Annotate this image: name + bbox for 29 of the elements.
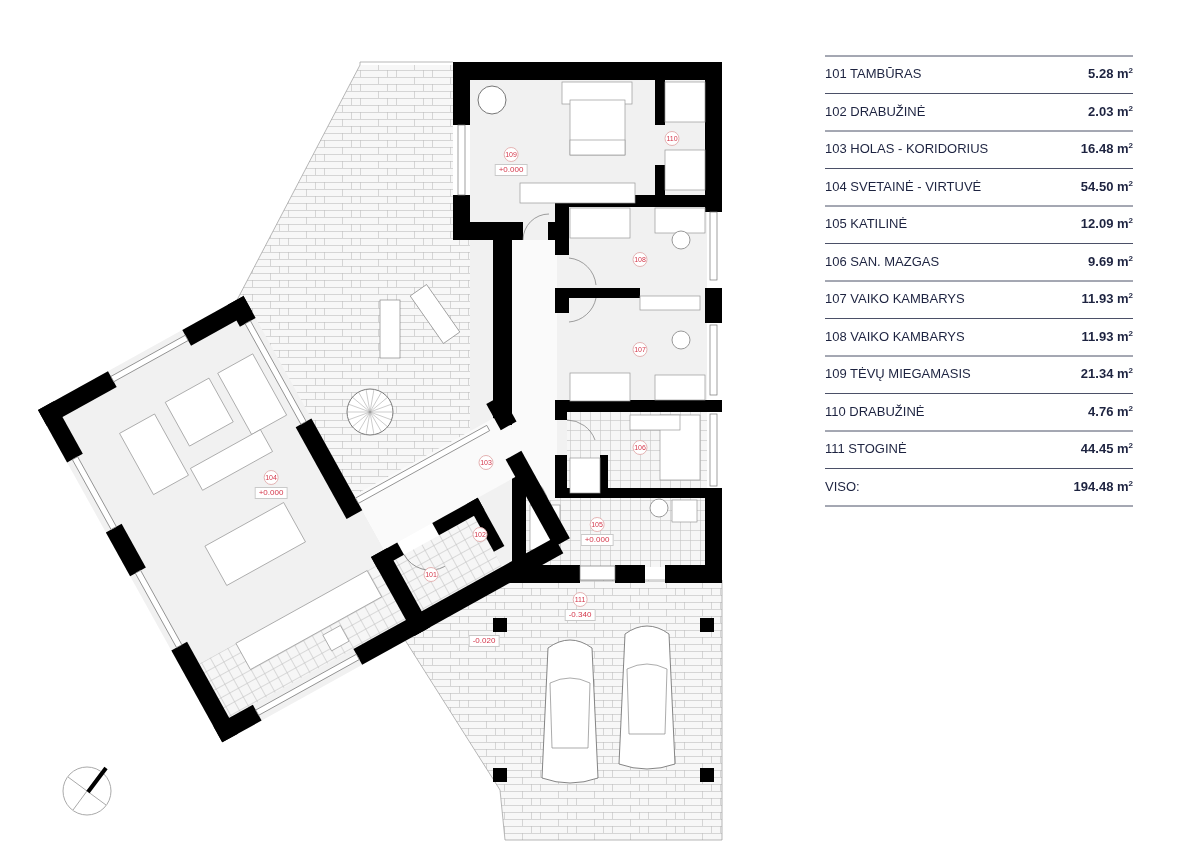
floor-level-mark: +0.000 [494, 164, 528, 176]
floor-level-mark: +0.000 [580, 534, 614, 546]
floor-level-mark: -0.020 [468, 635, 500, 647]
room-name: VISO: [825, 478, 860, 495]
room-name: 102 DRABUŽINĖ [825, 103, 926, 120]
room-name: 108 VAIKO KAMBARYS [825, 328, 965, 345]
room-name: 101 TAMBŪRAS [825, 66, 922, 82]
area-value: 2.03 m$^{2}$ [1088, 103, 1133, 120]
area-value: 54.50 m$^{2}$ [1080, 178, 1133, 195]
room-name: 103 HOLAS - KORIDORIUS [825, 141, 989, 157]
area-value: 9.69 m$^{2}$ [1088, 253, 1133, 270]
area-value: 11.93 m$^{2}$ [1081, 328, 1133, 345]
area-value: 194.48 m$^{2}$ [1073, 478, 1133, 495]
room-name: 105 KATILINĖ [825, 216, 908, 232]
room-name: 111 STOGINĖ [825, 441, 907, 457]
room-name: 109 TĖVŲ MIEGAMASIS [825, 366, 971, 382]
area-value: 11.93 m$^{2}$ [1081, 291, 1133, 307]
room-name: 106 SAN. MAZGAS [825, 253, 940, 270]
room-name: 104 SVETAINĖ - VIRTUVĖ [825, 178, 982, 195]
area-value: 21.34 m$^{2}$ [1080, 366, 1133, 382]
area-value: 4.76 m$^{2}$ [1088, 403, 1133, 420]
floor-level-mark: +0.000 [254, 487, 288, 499]
area-value: 5.28 m$^{2}$ [1088, 66, 1133, 82]
room-name: 110 DRABUŽINĖ [825, 403, 925, 420]
area-value: 12.09 m$^{2}$ [1080, 216, 1133, 232]
room-name: 107 VAIKO KAMBARYS [825, 291, 965, 307]
area-value: 44.45 m$^{2}$ [1080, 441, 1133, 457]
floor-level-mark: -0.340 [564, 609, 596, 621]
area-value: 16.48 m$^{2}$ [1080, 141, 1133, 157]
